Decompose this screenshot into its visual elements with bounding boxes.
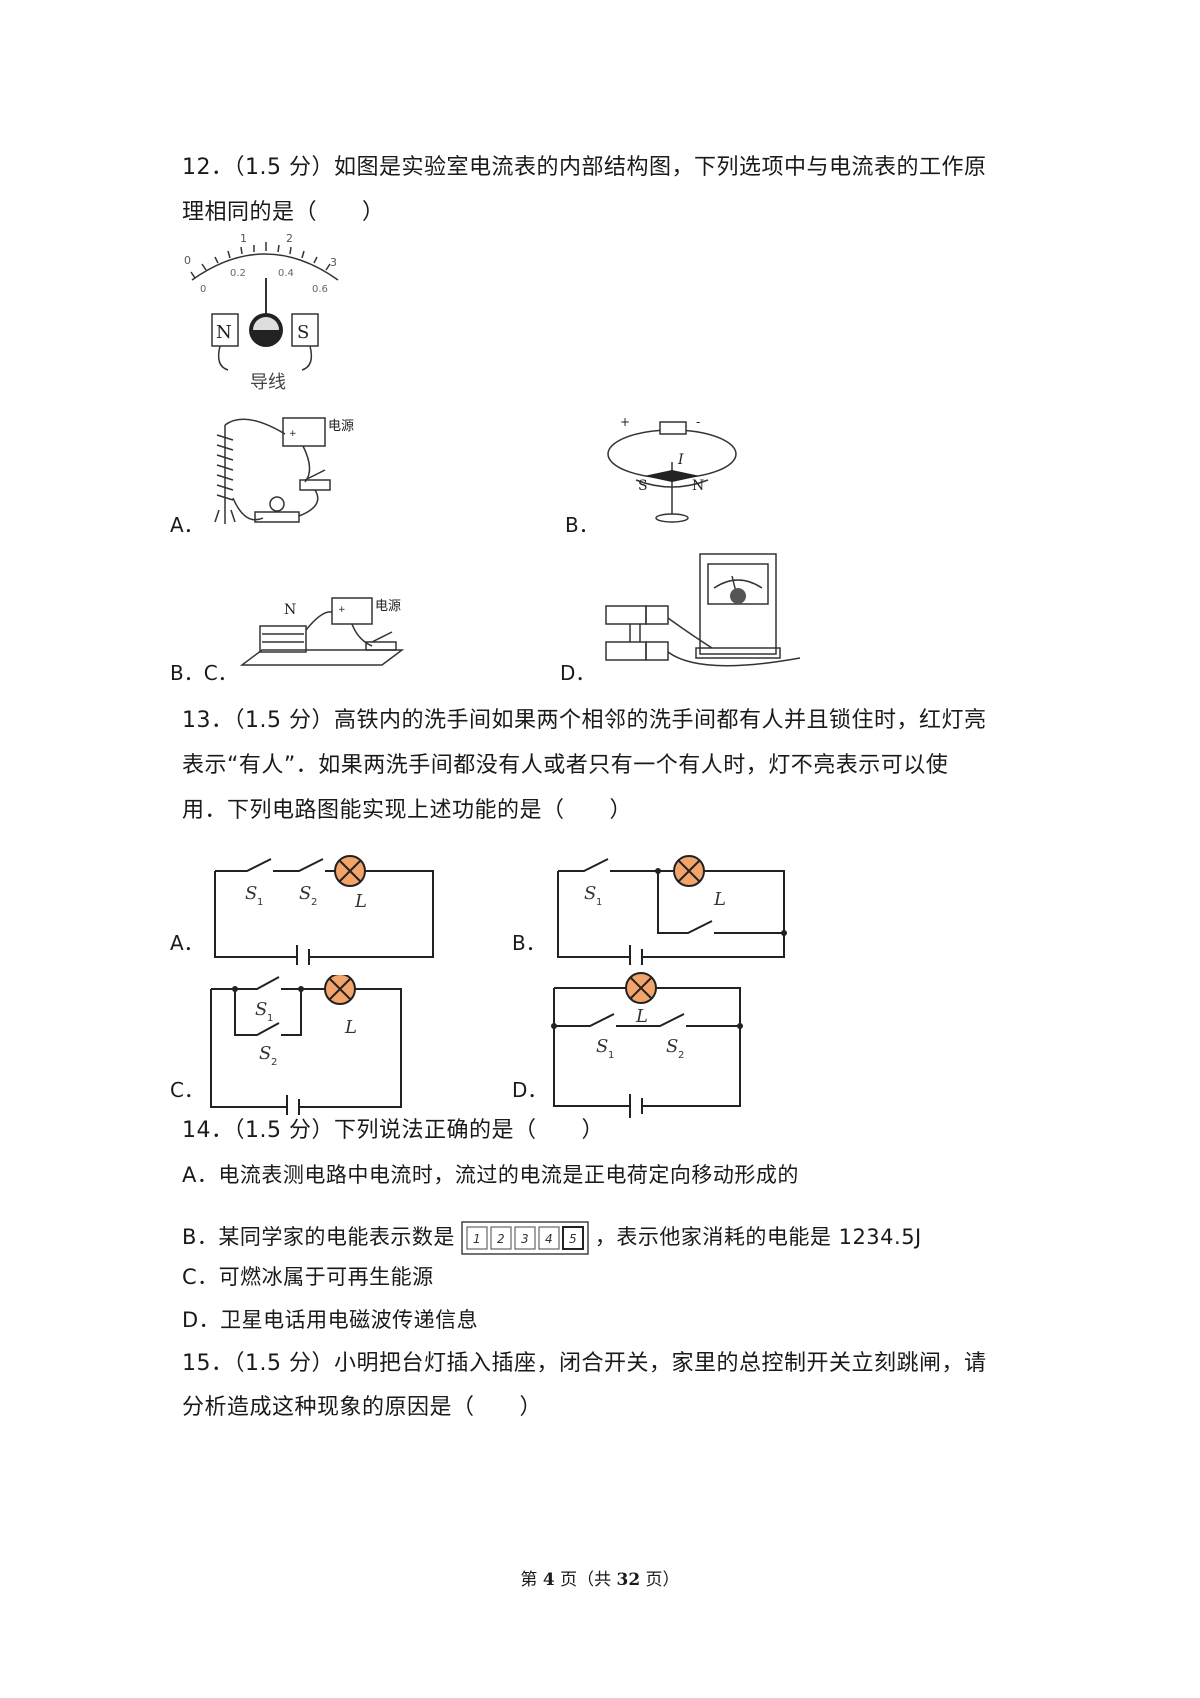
magnet-block [259,625,307,653]
q15-line-1: 15．（1.5 分）小明把台灯插入插座，闭合开关，家里的总控制开关立刻跳闸，请 [182,1351,987,1376]
meter-scale-arc [191,253,339,281]
meter-digit-2: 2 [497,1232,505,1246]
lower-magnet [605,641,647,661]
circuit-a-s2-sub: 2 [311,897,317,908]
q13-option-c: C． [170,1078,204,1102]
scale-inner-1: 0.2 [230,268,246,279]
q14-option-a: A．电流表测电路中电流时，流过的电流是正电荷定向移动形成的 [182,1163,799,1187]
figb-minus: - [696,415,700,429]
scale-inner-3: 0.6 [312,284,328,295]
page-footer: 第 4 页（共 32 页） [0,1565,1200,1590]
circuit-a: S 1 S 2 L [214,855,434,965]
circuit-c: S 1 S 2 L [210,975,402,1115]
circuit-b: S 1 L [557,855,787,965]
q14-line-1: 14．（1.5 分）下列说法正确的是（ ） [182,1118,604,1143]
upper-magnet [605,605,647,625]
meter-digit-3: 3 [521,1232,529,1246]
scale-inner-0: 0 [200,284,206,295]
circuit-d: L S 1 S 2 [551,972,743,1118]
option-a-figure: + 电源 [214,417,354,524]
figc-north: N [284,602,296,618]
q13-line-3: 用．下列电路图能实现上述功能的是（ ） [182,798,633,823]
q12-option-d: D． [560,661,596,685]
footer-middle: 页（共 [554,1570,617,1590]
q14-option-c: C．可燃冰属于可再生能源 [182,1265,434,1289]
magnet-north-block [211,313,239,347]
circuit-d-s1-sub: 1 [608,1050,614,1061]
circuit-c-s1-sub: 1 [267,1013,273,1024]
label-south: S [297,322,309,343]
circuit-a-s2-label: S [299,883,311,904]
circuit-d-s1-label: S [596,1036,608,1057]
footer-suffix: 页） [640,1570,680,1590]
circuit-d-s2-label: S [666,1036,678,1057]
figc-power-label: 电源 [375,599,401,614]
compass-needle [644,470,700,482]
option-b-figure: + - I S N [607,415,737,523]
circuit-c-s1-label: S [255,999,267,1020]
galvanometer-case [699,553,777,655]
battery [659,421,687,435]
figb-north: N [692,478,704,494]
footer-prefix: 第 [520,1570,543,1590]
meter-digit-4: 4 [545,1232,553,1246]
option-c-figure: N + 电源 [239,597,405,666]
circuit-a-s1-sub: 1 [257,897,263,908]
q13-line-1: 13．（1.5 分）高铁内的洗手间如果两个相邻的洗手间都有人并且锁住时，红灯亮 [182,708,987,733]
circuit-a-s1-label: S [245,883,257,904]
figa-plus: + [289,429,297,439]
label-north: N [216,322,232,343]
circuit-d-s2-sub: 2 [678,1050,684,1061]
circuit-d-lamp-label: L [635,1006,648,1027]
circuit-b-s1-label: S [584,883,596,904]
scale-outer-3: 3 [330,256,337,269]
q12-option-b: B． [565,513,599,537]
circuit-c-s2-label: S [259,1043,271,1064]
bulb-base [254,511,300,523]
footer-total-pages: 32 [616,1570,641,1590]
q13-option-d: D． [512,1078,548,1102]
circuit-c-lamp-label: L [344,1017,357,1038]
figb-current: I [677,452,684,468]
figc-plus: + [338,605,346,615]
q14-option-b: B．某同学家的电能表示数是 1 2 3 4 5 ，表示他家消耗的电能是 1234… [182,1216,922,1258]
scale-outer-1: 1 [240,232,247,245]
magnet-south-block [291,313,319,347]
circuit-a-lamp-label: L [354,891,367,912]
q12-line-1: 12．（1.5 分）如图是实验室电流表的内部结构图，下列选项中与电流表的工作原 [182,155,987,180]
q14-option-b-before: B．某同学家的电能表示数是 [182,1225,455,1249]
figb-south: S [638,478,648,494]
q13-option-a: A． [170,931,204,955]
energy-meter-display: 1 2 3 4 5 [461,1221,589,1255]
q15-line-2: 分析造成这种现象的原因是（ ） [182,1395,543,1420]
q12-option-c: B．C． [170,661,238,685]
scale-outer-0: 0 [184,254,191,267]
meter-digit-5: 5 [569,1232,577,1246]
q13-option-b: B． [512,931,546,955]
scale-inner-2: 0.4 [278,268,294,279]
q13-line-2: 表示“有人”．如果两洗手间都没有人或者只有一个有人时，灯不亮表示可以使 [182,753,949,778]
circuit-b-lamp-label: L [713,889,726,910]
ammeter-structure-figure: 0 1 2 3 0 0.2 0.4 0.6 N S 导线 [184,232,339,393]
meter-digit-1: 1 [473,1232,481,1246]
footer-page-number: 4 [542,1570,555,1590]
scale-outer-2: 2 [286,232,293,245]
q12-option-a: A． [170,513,204,537]
q12-line-2: 理相同的是（ ） [182,200,385,225]
q14-option-d: D．卫星电话用电磁波传递信息 [182,1308,479,1332]
q14-option-b-after: ，表示他家消耗的电能是 1234.5J [594,1225,922,1249]
baseboard [239,649,405,666]
option-d-figure [605,553,801,667]
figa-power-label: 电源 [328,419,354,434]
figb-plus: + [620,415,630,429]
circuit-c-s2-sub: 2 [271,1057,277,1068]
label-wire: 导线 [250,372,286,393]
circuit-b-s1-sub: 1 [596,897,602,908]
